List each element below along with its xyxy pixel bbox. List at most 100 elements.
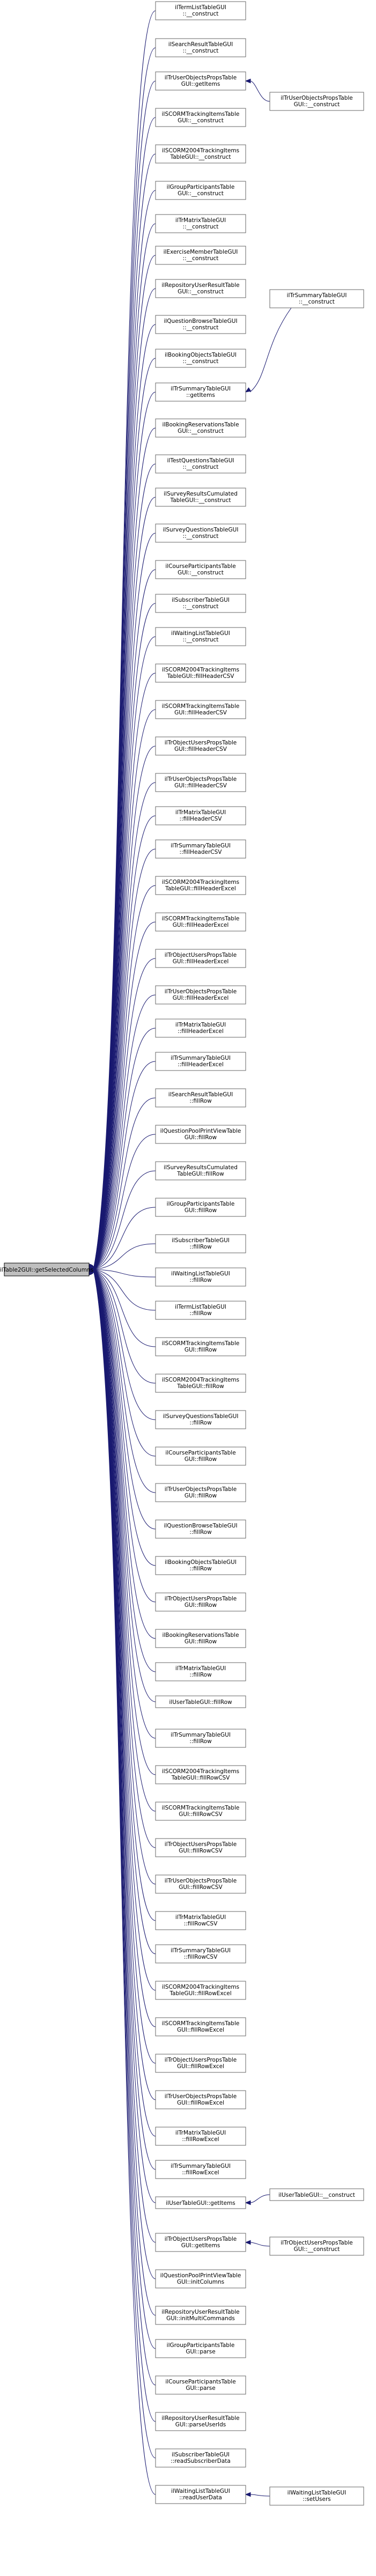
graph-node[interactable]: ilTrUserObjectsPropsTableGUI::fillHeader… [155,985,246,1005]
node-box [155,1052,246,1071]
graph-node[interactable]: ilSCORM2004TrackingItemsTableGUI::fillRo… [155,1765,246,1784]
graph-node[interactable]: ilSubscriberTableGUI::fillRow [155,1234,246,1253]
call-edge [93,1243,156,1270]
graph-node[interactable]: ilBookingReservationsTableGUI::__constru… [155,418,246,438]
node-label: ilQuestionBrowseTableGUI [164,318,237,324]
graph-node[interactable]: ilBookingObjectsTableGUI::__construct [155,349,246,368]
call-edge [93,1269,156,1420]
graph-node[interactable]: ilTrMatrixTableGUI::__construct [155,214,246,233]
node-label: GUI::__construct [294,2246,340,2253]
node-label: GUI::fillHeaderCSV [174,783,227,789]
graph-node[interactable]: ilTermListTableGUI::__construct [155,1,246,20]
node-box [155,1267,246,1287]
focus-node[interactable]: ilTable2GUI::getSelectedColumns [0,1263,93,1276]
graph-node[interactable]: ilSubscriberTableGUI::__construct [155,594,246,613]
graph-node[interactable]: ilSurveyResultsCumulatedTableGUI::fillRo… [155,1161,246,1180]
node-label: ::fillRow [189,1420,212,1426]
graph-node[interactable]: ilSCORMTrackingItemsTableGUI::fillRowExc… [155,2017,246,2036]
node-label: ilTrSummaryTableGUI [171,1732,231,1738]
graph-node[interactable]: ilQuestionBrowseTableGUI::fillRow [155,1519,246,1539]
node-label: ilGroupParticipantsTable [167,184,235,190]
graph-node[interactable]: ilRepositoryUserResultTableGUI::initMult… [155,2306,246,2325]
graph-node[interactable]: ilTrMatrixTableGUI::fillRowCSV [155,1911,246,1930]
call-edge [93,1097,156,1270]
graph-node[interactable]: ilWaitingListTableGUI::__construct [155,627,246,646]
graph-node[interactable]: ilUserTableGUI::getItems [155,2196,246,2209]
graph-node[interactable]: ilWaitingListTableGUI::fillRow [155,1267,246,1287]
node-label: ilSCORM2004TrackingItems [162,1377,239,1383]
node-label: ilBookingObjectsTableGUI [165,352,237,358]
graph-node[interactable]: ilSearchResultTableGUI::__construct [155,38,246,57]
graph-node[interactable]: ilTrSummaryTableGUI::fillRowExcel [155,2160,246,2179]
call-edge [93,1269,156,1991]
node-box [155,246,246,265]
graph-node[interactable]: ilRepositoryUserResultTableGUI::parseUse… [155,2412,246,2431]
node-label: ::fillRow [189,1566,212,1572]
graph-node[interactable]: ilCourseParticipantsTableGUI::__construc… [155,560,246,579]
graph-node[interactable]: ilTestQuestionsTableGUI::__construct [155,454,246,474]
graph-node[interactable]: ilSurveyResultsCumulatedTableGUI::__cons… [155,488,246,507]
graph-node[interactable]: ilTrObjectUsersPropsTableGUI::fillHeader… [155,736,246,756]
graph-node[interactable]: ilSurveyQuestionsTableGUI::__construct [155,523,246,543]
graph-node[interactable]: ilExerciseMemberTableGUI::__construct [155,246,246,265]
graph-node[interactable]: ilTrUserObjectsPropsTableGUI::fillRowExc… [155,2090,246,2109]
graph-node[interactable]: ilTrUserObjectsPropsTableGUI::__construc… [269,92,364,111]
node-label: GUI::fillRowExcel [177,2027,224,2033]
graph-node[interactable]: ilSCORM2004TrackingItemsTableGUI::__cons… [155,144,246,164]
graph-node[interactable]: ilWaitingListTableGUI::readUserData [155,2485,246,2504]
graph-node[interactable]: ilTrMatrixTableGUI::fillRow [155,1662,246,1681]
graph-node[interactable]: ilSurveyQuestionsTableGUI::fillRow [155,1410,246,1429]
graph-node[interactable]: ilTrMatrixTableGUI::fillHeaderCSV [155,806,246,825]
graph-node[interactable]: ilTrUserObjectsPropsTableGUI::fillHeader… [155,773,246,792]
graph-node[interactable]: ilTrObjectUsersPropsTableGUI::__construc… [269,2237,364,2256]
graph-node[interactable]: ilTrSummaryTableGUI::fillHeaderExcel [155,1052,246,1071]
graph-node[interactable]: ilTrMatrixTableGUI::fillRowExcel [155,2127,246,2146]
node-label: ::fillRowExcel [182,2169,219,2176]
graph-node[interactable]: ilTrObjectUsersPropsTableGUI::fillHeader… [155,949,246,968]
graph-node[interactable]: ilTrSummaryTableGUI::fillHeaderCSV [155,839,246,859]
graph-node[interactable]: ilSCORM2004TrackingItemsTableGUI::fillHe… [155,663,246,683]
graph-node[interactable]: ilSCORMTrackingItemsTableGUI::__construc… [155,108,246,127]
call-edge [93,533,156,1270]
graph-node[interactable]: ilUserTableGUI::fillRow [155,1695,246,1708]
graph-node[interactable]: ilQuestionPoolPrintViewTableGUI::initCol… [155,2269,246,2289]
graph-node[interactable]: ilSearchResultTableGUI::fillRow [155,1088,246,1108]
graph-node[interactable]: ilTrSummaryTableGUI::__construct [269,289,364,308]
node-label: ilTrMatrixTableGUI [175,217,226,224]
graph-node[interactable]: ilTrObjectUsersPropsTableGUI::fillRowExc… [155,2054,246,2073]
graph-node[interactable]: ilTrSummaryTableGUI::fillRow [155,1729,246,1748]
node-label: ilSearchResultTableGUI [168,1091,233,1098]
graph-node[interactable]: ilTrSummaryTableGUI::fillRowCSV [155,1944,246,1964]
node-label: ilTrObjectUsersPropsTable [165,2236,237,2242]
graph-node[interactable]: ilSCORMTrackingItemsTableGUI::fillHeader… [155,700,246,719]
graph-node[interactable]: ilSubscriberTableGUI::readSubscriberData [155,2448,246,2468]
graph-node[interactable]: ilBookingObjectsTableGUI::fillRow [155,1556,246,1575]
graph-node[interactable]: ilWaitingListTableGUI::setUsers [269,2486,364,2506]
graph-node[interactable]: ilSCORM2004TrackingItemsTableGUI::fillHe… [155,876,246,895]
graph-node[interactable]: ilTrSummaryTableGUI::getItems [155,382,246,402]
graph-node[interactable]: ilQuestionBrowseTableGUI::__construct [155,315,246,334]
graph-node[interactable]: ilTrMatrixTableGUI::fillHeaderExcel [155,1018,246,1038]
node-label: GUI::fillRowCSV [179,1848,223,1854]
graph-node[interactable]: ilSCORM2004TrackingItemsTableGUI::fillRo… [155,1374,246,1393]
graph-node[interactable]: ilTermListTableGUI::fillRow [155,1301,246,1320]
graph-node[interactable]: ilRepositoryUserResultTableGUI::__constr… [155,279,246,298]
graph-node[interactable]: ilUserTableGUI::__construct [269,2188,364,2201]
graph-node[interactable]: ilSCORMTrackingItemsTableGUI::fillHeader… [155,912,246,932]
graph-node[interactable]: ilSCORM2004TrackingItemsTableGUI::fillRo… [155,1981,246,2000]
